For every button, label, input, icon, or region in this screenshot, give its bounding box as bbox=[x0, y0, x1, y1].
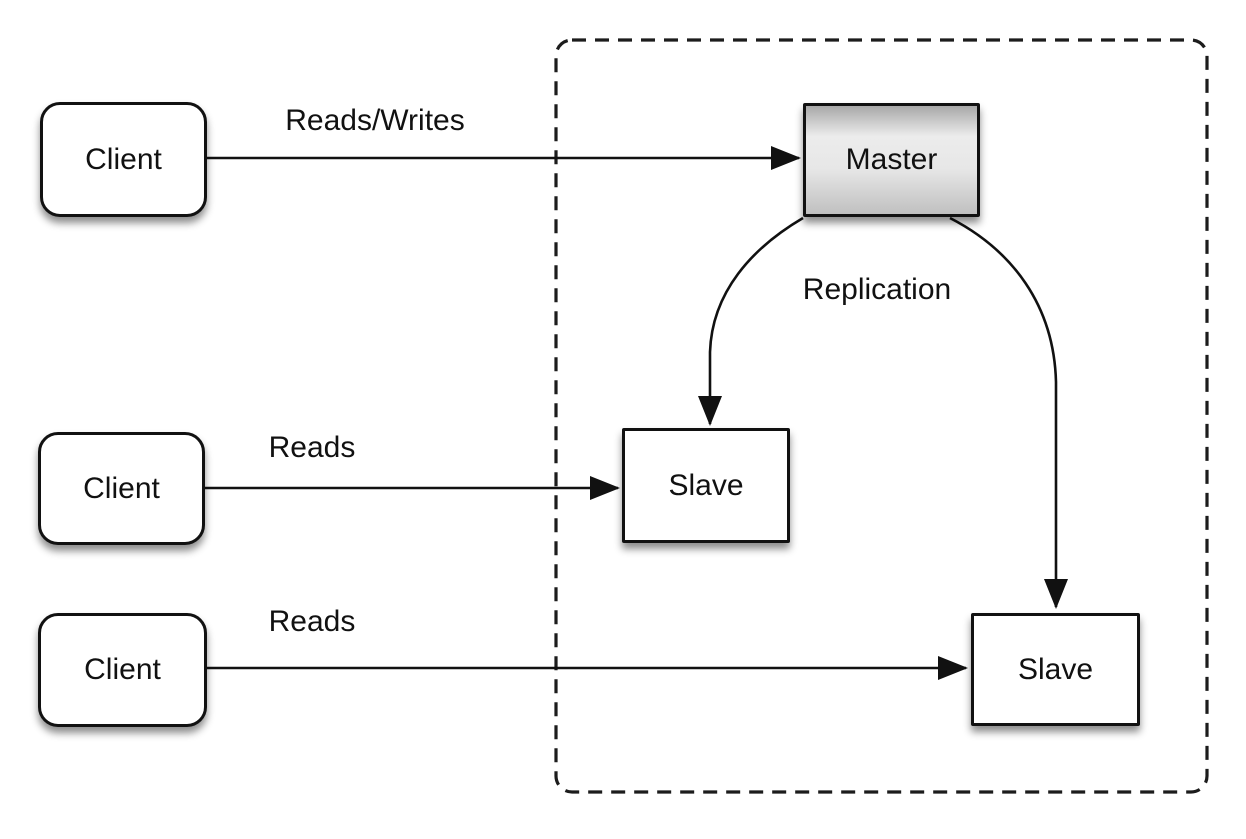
node-client-1: Client bbox=[40, 102, 207, 217]
node-master: Master bbox=[803, 103, 980, 217]
node-slave-2: Slave bbox=[971, 613, 1140, 726]
edge-label-reads-bottom: Reads bbox=[268, 605, 356, 638]
edge-master-to-slave2 bbox=[949, 216, 1068, 609]
node-client-3-label: Client bbox=[84, 653, 161, 686]
edge-label-reads-top: Reads bbox=[268, 431, 356, 464]
node-slave-1: Slave bbox=[622, 428, 790, 543]
node-slave-1-label: Slave bbox=[668, 468, 744, 502]
edge-master-to-slave1 bbox=[698, 216, 804, 426]
node-client-1-label: Client bbox=[85, 142, 162, 176]
node-client-2: Client bbox=[38, 432, 205, 545]
node-client-2-label: Client bbox=[83, 471, 160, 505]
edge-label-reads-writes: Reads/Writes bbox=[285, 104, 465, 137]
node-client-3: Client bbox=[38, 613, 207, 727]
node-master-label: Master bbox=[845, 143, 938, 176]
node-slave-2-label: Slave bbox=[1017, 652, 1094, 686]
edge-label-replication: Replication bbox=[802, 273, 952, 306]
replication-boundary-border bbox=[554, 38, 1209, 794]
